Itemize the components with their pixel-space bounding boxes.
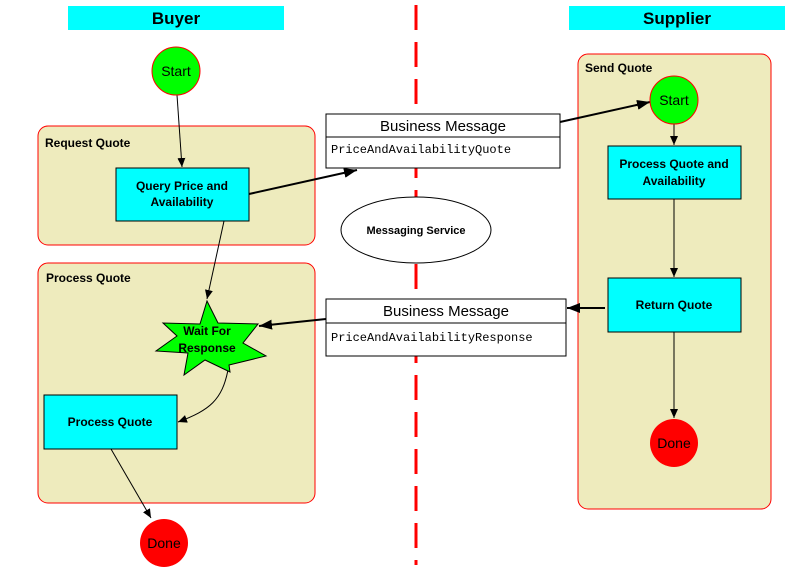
message-response-body: PriceAndAvailabilityResponse	[331, 331, 533, 345]
edge-process-to-done	[110, 448, 152, 519]
activity-pqa-line2: Availability	[643, 174, 706, 188]
activity-query-price-line2: Availability	[151, 195, 214, 209]
activity-process-quote-availability[interactable]: Process Quote and Availability	[607, 145, 742, 200]
edge-query-to-wait	[205, 220, 225, 300]
buyer-start-node[interactable]: Start	[151, 46, 201, 96]
wait-label-line1: Wait For	[183, 324, 231, 338]
supplier-done-node[interactable]: Done	[650, 419, 698, 467]
edge-start-to-query	[176, 94, 186, 168]
activity-return-quote-label: Return Quote	[636, 298, 713, 312]
group-process-quote[interactable]: Process Quote	[37, 262, 316, 504]
activity-process-quote[interactable]: Process Quote	[43, 394, 178, 450]
lane-title-supplier: Supplier	[643, 9, 711, 28]
activity-return-quote[interactable]: Return Quote	[607, 277, 742, 333]
buyer-done-node[interactable]: Done	[140, 519, 188, 567]
group-title-send-quote: Send Quote	[585, 61, 653, 75]
connectors	[110, 94, 678, 519]
wait-for-response-node[interactable]: Wait For Response	[154, 299, 268, 377]
edge-message1-to-supplier-start	[559, 99, 651, 123]
edge-message2-to-wait	[258, 318, 327, 330]
lane-header-supplier: Supplier	[569, 6, 785, 30]
message-quote-body: PriceAndAvailabilityQuote	[331, 143, 511, 157]
messaging-service-label: Messaging Service	[366, 225, 465, 237]
wait-label-line2: Response	[178, 341, 236, 355]
buyer-start-label: Start	[161, 63, 191, 79]
supplier-start-label: Start	[659, 92, 689, 108]
lane-title-buyer: Buyer	[152, 9, 201, 28]
group-title-request-quote: Request Quote	[45, 136, 131, 150]
activity-process-quote-label: Process Quote	[68, 415, 153, 429]
buyer-done-label: Done	[147, 535, 181, 551]
activity-query-price-line1: Query Price and	[136, 179, 228, 193]
business-message-response[interactable]: Business Message PriceAndAvailabilityRes…	[325, 298, 567, 357]
message-quote-title: Business Message	[380, 118, 506, 135]
activity-pqa-line1: Process Quote and	[619, 157, 728, 171]
group-title-process-quote: Process Quote	[46, 271, 131, 285]
business-message-quote[interactable]: Business Message PriceAndAvailabilityQuo…	[325, 113, 561, 169]
edge-query-to-message1	[248, 167, 358, 195]
supplier-start-node[interactable]: Start	[649, 75, 699, 125]
lane-header-buyer: Buyer	[68, 6, 284, 30]
message-response-title: Business Message	[383, 303, 509, 320]
activity-query-price[interactable]: Query Price and Availability	[115, 167, 250, 222]
edge-wait-to-process	[177, 369, 229, 423]
messaging-service-node[interactable]: Messaging Service	[340, 196, 492, 264]
supplier-done-label: Done	[657, 435, 691, 451]
